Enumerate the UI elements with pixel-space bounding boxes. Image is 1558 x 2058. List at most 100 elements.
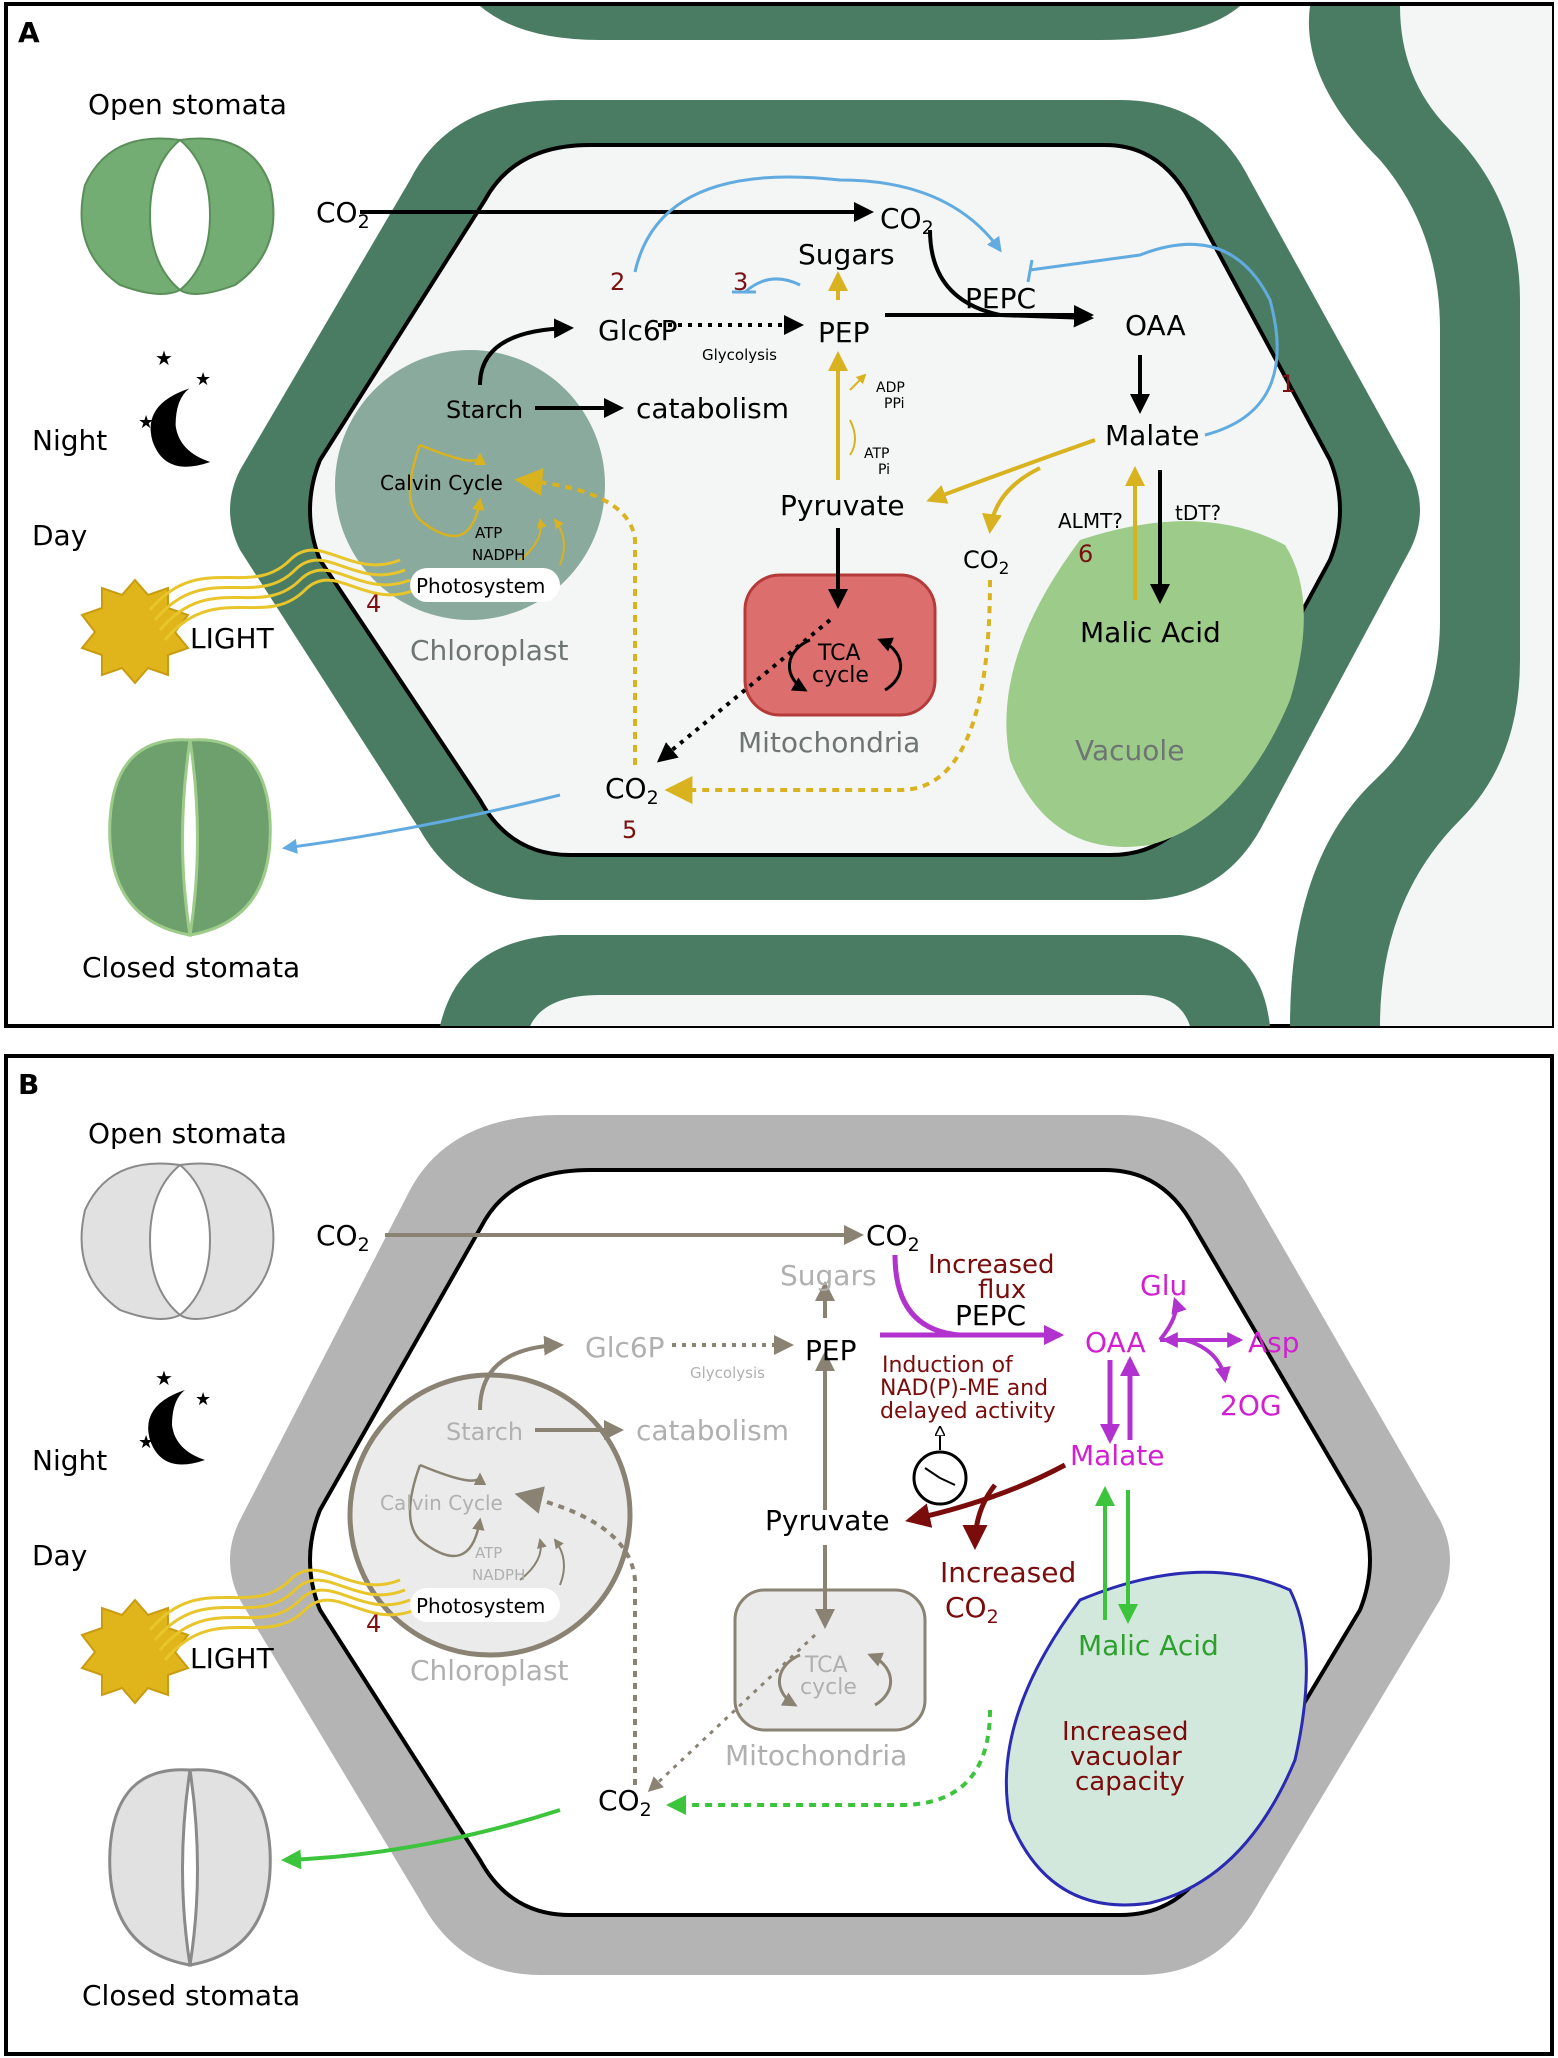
glc6p-label: Glc6P bbox=[598, 314, 678, 347]
number-4: 4 bbox=[366, 590, 381, 618]
arrows-blue-a bbox=[282, 175, 1279, 854]
tca-cycle-b bbox=[777, 1652, 893, 1707]
open-stomata-a bbox=[80, 137, 275, 295]
atp-label: ATP bbox=[475, 524, 502, 542]
increased-co2-label: Increased bbox=[940, 1556, 1076, 1589]
vacuolar-1: Increased bbox=[1062, 1717, 1189, 1747]
open-stomata-b bbox=[80, 1162, 275, 1320]
timer-icon bbox=[912, 1428, 968, 1506]
mitochondria-label: Mitochondria bbox=[725, 1739, 907, 1772]
panel-b-labels: B Open stomata Closed stomata Night Day … bbox=[18, 1068, 1300, 2012]
oaa-label: OAA bbox=[1125, 309, 1186, 342]
co2-out-label: CO2 bbox=[598, 1784, 652, 1821]
malate-label: Malate bbox=[1105, 419, 1199, 452]
light-rays-b bbox=[148, 1568, 416, 1661]
photosystem-b bbox=[410, 1588, 560, 1622]
nadph-label: NADPH bbox=[472, 546, 525, 564]
star-icon: ★ bbox=[155, 346, 173, 370]
arrows-purple-b bbox=[880, 1254, 1244, 1444]
increased-flux-1: Increased bbox=[928, 1250, 1055, 1280]
sun-icon bbox=[80, 1598, 190, 1705]
nadph-label: NADPH bbox=[472, 1566, 525, 1584]
pyruvate-label: Pyruvate bbox=[765, 1504, 890, 1537]
number-2: 2 bbox=[610, 268, 625, 296]
star-icon: ★ bbox=[195, 1389, 211, 1410]
chloroplast-label: Chloroplast bbox=[410, 634, 569, 667]
calvin-label: Calvin Cycle bbox=[380, 471, 503, 495]
night-label: Night bbox=[32, 424, 107, 457]
adp-label: ADP bbox=[876, 380, 905, 396]
atp-label: ATP bbox=[475, 1544, 502, 1562]
light-label: LIGHT bbox=[190, 1642, 275, 1675]
closed-stomata-label: Closed stomata bbox=[82, 951, 300, 984]
open-stomata-label: Open stomata bbox=[88, 88, 287, 121]
light-rays-a bbox=[148, 548, 416, 641]
photosystem-label: Photosystem bbox=[416, 1594, 545, 1618]
pyruvate-label: Pyruvate bbox=[780, 489, 905, 522]
tca-label-2: cycle bbox=[800, 1675, 857, 1700]
pep-label: PEP bbox=[805, 1334, 856, 1367]
2og-label: 2OG bbox=[1220, 1389, 1282, 1422]
arrows-taupe-b bbox=[385, 1225, 864, 1793]
tca-label-2: cycle bbox=[812, 663, 869, 688]
co2-cyt-label: CO2 bbox=[866, 1219, 920, 1256]
malate-label: Malate bbox=[1070, 1439, 1164, 1472]
moon-icon bbox=[148, 1390, 205, 1465]
sugars-label: Sugars bbox=[780, 1259, 877, 1292]
panel-b: ★ ★ ★ bbox=[4, 1054, 1554, 2056]
day-label: Day bbox=[32, 519, 87, 552]
open-stomata-label: Open stomata bbox=[88, 1117, 287, 1150]
mitochondria-label: Mitochondria bbox=[738, 726, 920, 759]
light-label: LIGHT bbox=[190, 622, 275, 655]
tca-label-1: TCA bbox=[804, 1653, 848, 1678]
day-label: Day bbox=[32, 1539, 87, 1572]
arrows-green-b bbox=[281, 1486, 1138, 1870]
moon-icon bbox=[150, 388, 211, 467]
induction-1: Induction of bbox=[882, 1353, 1014, 1378]
photosystem-a bbox=[410, 568, 560, 602]
panel-a-labels: A Open stomata Closed stomata Night Day … bbox=[18, 16, 1295, 984]
oaa-label: OAA bbox=[1085, 1326, 1146, 1359]
closed-stomata-b bbox=[108, 1768, 272, 1967]
glycolysis-label: Glycolysis bbox=[690, 1364, 765, 1382]
co2-in-label: CO2 bbox=[316, 196, 370, 233]
closed-stomata-a bbox=[108, 738, 272, 937]
tca-cycle-a bbox=[787, 637, 903, 692]
number-6: 6 bbox=[1078, 540, 1093, 568]
panel-label-b: B bbox=[18, 1068, 39, 1101]
catabolism-label: catabolism bbox=[636, 1414, 789, 1447]
vacuole-label: Vacuole bbox=[1075, 734, 1184, 767]
tdt-label: tDT? bbox=[1175, 501, 1221, 525]
pepc-label: PEPC bbox=[955, 1299, 1026, 1332]
calvin-label: Calvin Cycle bbox=[380, 1491, 503, 1515]
malic-acid-label: Malic Acid bbox=[1080, 616, 1221, 649]
panel-label-a: A bbox=[18, 16, 40, 49]
star-icon: ★ bbox=[138, 1432, 154, 1453]
tca-label-1: TCA bbox=[817, 641, 861, 666]
glc6p-label: Glc6P bbox=[585, 1331, 665, 1364]
arrows-darkred-b bbox=[905, 1462, 1067, 1550]
pi-label: Pi bbox=[878, 462, 890, 478]
vacuolar-3: capacity bbox=[1075, 1767, 1185, 1797]
number-5: 5 bbox=[622, 816, 637, 844]
pepc-label: PEPC bbox=[965, 282, 1036, 315]
vacuole-a bbox=[1006, 521, 1304, 847]
catabolism-label: catabolism bbox=[636, 392, 789, 425]
co2-cyt-label: CO2 bbox=[880, 202, 934, 239]
malic-acid-label: Malic Acid bbox=[1078, 1629, 1219, 1662]
arrows-black-a bbox=[360, 202, 1170, 763]
starch-label: Starch bbox=[446, 396, 523, 424]
co2-dec-label: CO2 bbox=[963, 546, 1009, 579]
closed-stomata-label: Closed stomata bbox=[82, 1979, 300, 2012]
chloroplast-a bbox=[335, 350, 605, 620]
chloroplast-label: Chloroplast bbox=[410, 1654, 569, 1687]
asp-label: Asp bbox=[1248, 1326, 1300, 1359]
co2-dec-label: CO2 bbox=[945, 1591, 999, 1628]
star-icon: ★ bbox=[195, 369, 211, 390]
ppi-label: PPi bbox=[884, 396, 904, 412]
almt-label: ALMT? bbox=[1058, 509, 1123, 533]
pep-label: PEP bbox=[818, 316, 869, 349]
arrows-yellow-a bbox=[408, 271, 1145, 804]
night-label: Night bbox=[32, 1444, 107, 1477]
